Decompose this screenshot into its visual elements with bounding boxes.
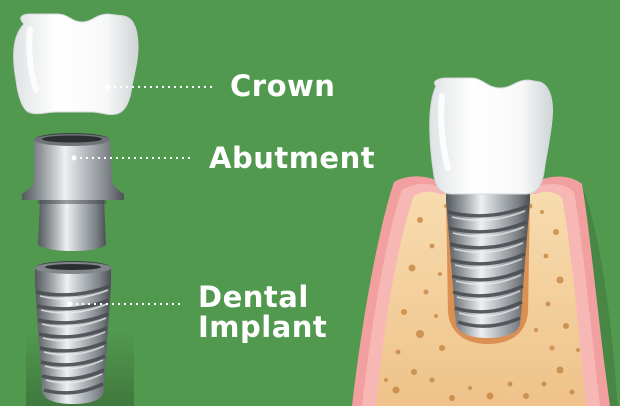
dental-implant-label-line1: Dental (198, 282, 327, 312)
installed-implant-illustration (446, 180, 530, 338)
crown-label: Crown (230, 71, 335, 101)
abutment-label: Abutment (209, 143, 375, 173)
implant-screw-illustration (26, 261, 134, 406)
abutment-illustration (22, 133, 124, 251)
crown-illustration (14, 14, 138, 115)
dental-implant-label: Dental Implant (198, 282, 327, 342)
dental-implant-label-line2: Implant (198, 312, 327, 342)
installed-crown-illustration (430, 78, 553, 194)
